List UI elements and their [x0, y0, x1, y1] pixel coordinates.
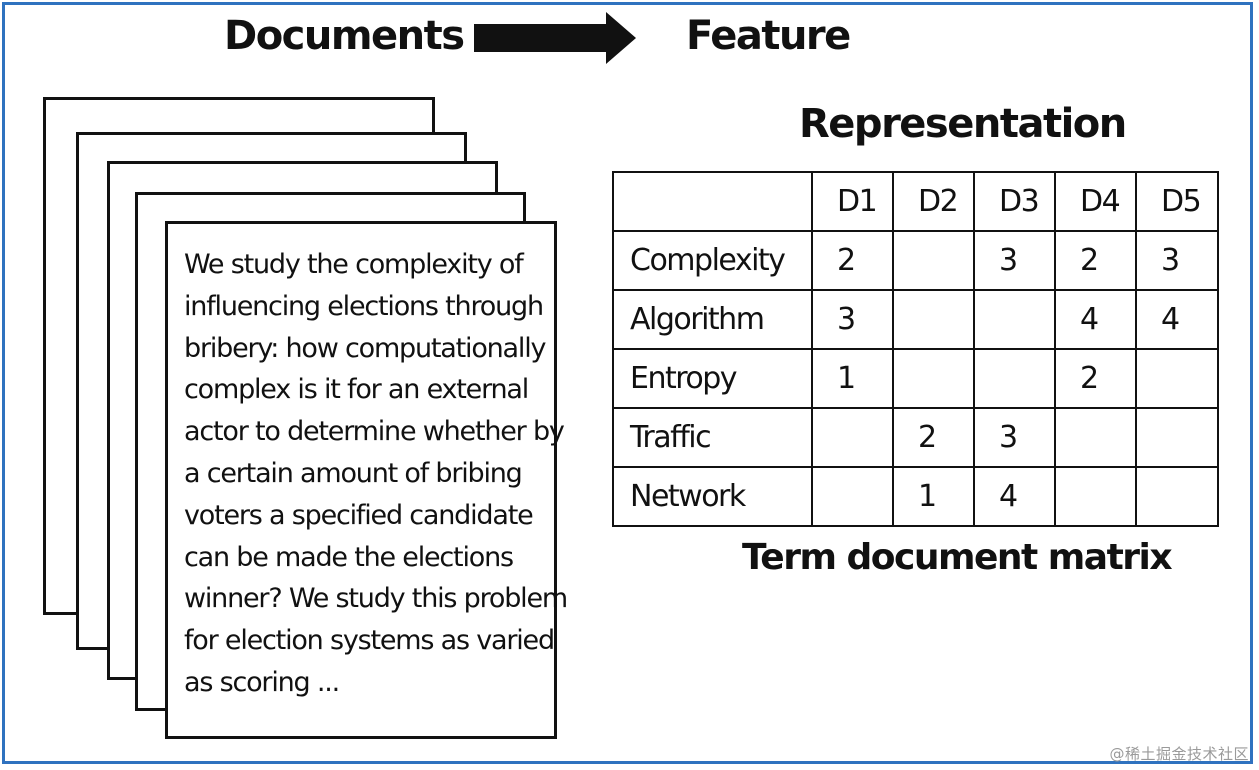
column-header: D4 [1054, 171, 1137, 232]
document-text-line: complex is it for an external [184, 374, 529, 406]
watermark: @稀土掘金技术社区 [1109, 745, 1249, 763]
count-cell: 2 [1054, 230, 1137, 291]
count-cell [1135, 407, 1219, 468]
count-cell [973, 348, 1056, 409]
count-cell [892, 230, 975, 291]
count-cell: 1 [892, 466, 975, 527]
count-cell [1135, 466, 1219, 527]
count-cell: 4 [1135, 289, 1219, 350]
document-text-line: bribery: how computationally [184, 332, 546, 364]
column-header: D5 [1135, 171, 1219, 232]
term-label: Entropy [612, 348, 813, 409]
column-header: D2 [892, 171, 975, 232]
document-text-line: We study the complexity of [184, 249, 524, 280]
right-arrow-icon [474, 12, 636, 64]
feature-title: Feature [686, 13, 851, 59]
matrix-corner-cell [612, 171, 813, 232]
document-text-line: can be made the elections [184, 541, 514, 573]
term-label: Network [612, 466, 813, 527]
count-cell: 3 [811, 289, 894, 350]
term-label: Algorithm [612, 289, 813, 350]
document-text-line: for election systems as varied [184, 625, 555, 657]
count-cell [1054, 407, 1137, 468]
count-cell: 3 [973, 407, 1056, 468]
matrix-header-row: D1 D2 D3 D4 D5 [612, 171, 1219, 232]
representation-title: Representation [799, 101, 1127, 147]
document-text-line: actor to determine whether by [184, 416, 565, 448]
count-cell [1135, 348, 1219, 409]
term-label: Traffic [612, 407, 813, 468]
document-text-line: as scoring ... [184, 666, 340, 698]
column-header: D3 [973, 171, 1056, 232]
document-text-line: winner? We study this problem [184, 583, 568, 615]
count-cell: 3 [1135, 230, 1219, 291]
documents-title: Documents [224, 13, 465, 59]
column-header: D1 [811, 171, 894, 232]
count-cell: 2 [892, 407, 975, 468]
count-cell: 1 [811, 348, 894, 409]
count-cell: 4 [1054, 289, 1137, 350]
count-cell: 2 [811, 230, 894, 291]
count-cell [892, 289, 975, 350]
document-page-front [165, 221, 557, 739]
document-text-line: a certain amount of bribing [184, 457, 523, 489]
document-text-line: voters a specified candidate [184, 499, 534, 531]
count-cell: 4 [973, 466, 1056, 527]
count-cell: 3 [973, 230, 1056, 291]
count-cell [811, 407, 894, 468]
count-cell [973, 289, 1056, 350]
count-cell: 2 [1054, 348, 1137, 409]
document-text: We study the complexity of influencing el… [184, 244, 568, 704]
count-cell [811, 466, 894, 527]
count-cell [1054, 466, 1137, 527]
document-text-line: influencing elections through [184, 290, 544, 322]
matrix-caption: Term document matrix [742, 537, 1173, 578]
count-cell [892, 348, 975, 409]
term-label: Complexity [612, 230, 813, 291]
